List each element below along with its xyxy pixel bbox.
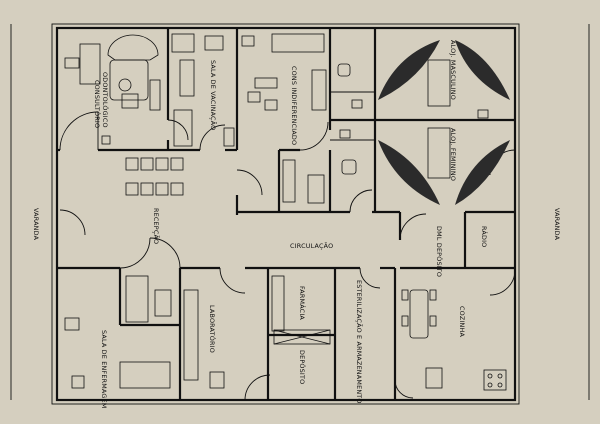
label-radio: RÁDIO <box>480 226 489 247</box>
furniture-enfermagem <box>64 275 172 389</box>
label-cons-indiferenciado: CONS INDIFERENCIADO <box>290 66 298 145</box>
furniture-alojamentos <box>378 40 510 205</box>
furniture-cons-indiferenciado <box>241 33 327 204</box>
label-farmacia: FARMÁCIA <box>298 286 307 320</box>
furniture-odontologico <box>64 34 161 145</box>
label-cozinha: COZINHA <box>458 306 466 338</box>
exterior-walls <box>10 23 590 405</box>
label-odontologico: ODONTOLÓGICO <box>101 72 110 128</box>
bottom-wing-walls <box>57 266 397 400</box>
furniture-bathrooms <box>337 63 363 175</box>
doors <box>59 111 516 401</box>
label-sala-vacinacao: SALA DE VACINAÇÃO <box>209 60 218 130</box>
furniture-cozinha <box>401 289 507 391</box>
label-deposito: DEPÓSITO <box>298 350 307 384</box>
room-labels: ODONTOLÓGICO CONSULTÓRIO SALA DE VACINAÇ… <box>32 40 561 409</box>
top-wing-walls <box>57 28 515 270</box>
label-esterilizacao: ESTERILIZAÇÃO E ARMAZENAMENTO <box>355 280 364 404</box>
furniture-laboratorio <box>183 289 225 389</box>
furniture-farmacia <box>271 275 331 345</box>
label-aloj-feminino: ALOJ. FEMININO <box>449 128 457 181</box>
label-varanda-right: VARANDA <box>553 208 561 241</box>
furniture-recepcao <box>125 157 184 196</box>
label-aloj-masculino: ALOJ. MASCULINO <box>449 40 457 100</box>
label-laboratorio: LABORATÓRIO <box>208 305 217 353</box>
label-consultorio: CONSULTÓRIO <box>93 80 102 128</box>
label-dml-deposito: DML DEPÓSITO <box>435 226 444 277</box>
label-varanda-left: VARANDA <box>32 208 40 241</box>
label-recepcao: RECEPÇÃO <box>152 208 161 244</box>
label-sala-enfermagem: SALA DE ENFERMAGEM <box>100 330 108 409</box>
label-circulacao: CIRCULAÇÃO <box>290 241 333 250</box>
furniture-vacinacao <box>171 33 235 147</box>
